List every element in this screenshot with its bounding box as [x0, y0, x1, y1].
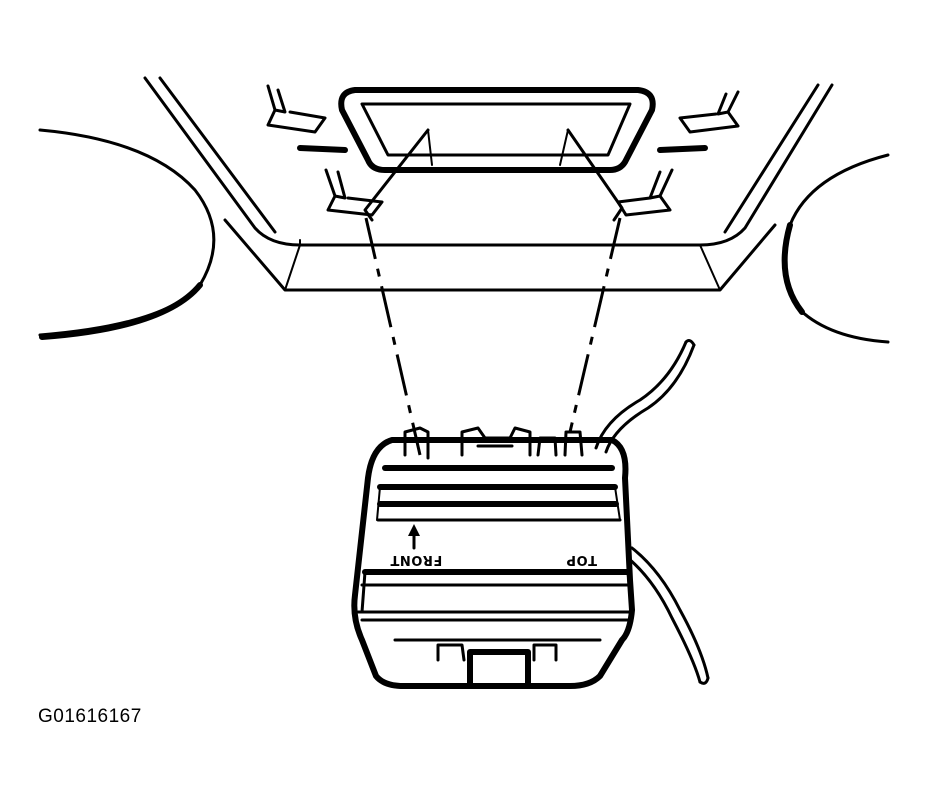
exploded-view-callout — [363, 128, 624, 456]
console-opening — [338, 87, 656, 173]
right-sun-visor — [781, 153, 890, 344]
top-label: TOP — [566, 552, 597, 567]
left-sun-visor — [38, 128, 216, 340]
left-upper-clip — [266, 84, 348, 153]
figure-id: G01616167 — [38, 706, 142, 727]
headliner-panel — [143, 76, 834, 292]
right-upper-clip — [657, 90, 740, 153]
overhead-console — [351, 426, 635, 689]
right-lower-clip — [616, 168, 674, 217]
front-label: FRONT — [390, 552, 443, 567]
wiring-harness — [594, 339, 710, 685]
left-lower-clip — [324, 168, 384, 217]
